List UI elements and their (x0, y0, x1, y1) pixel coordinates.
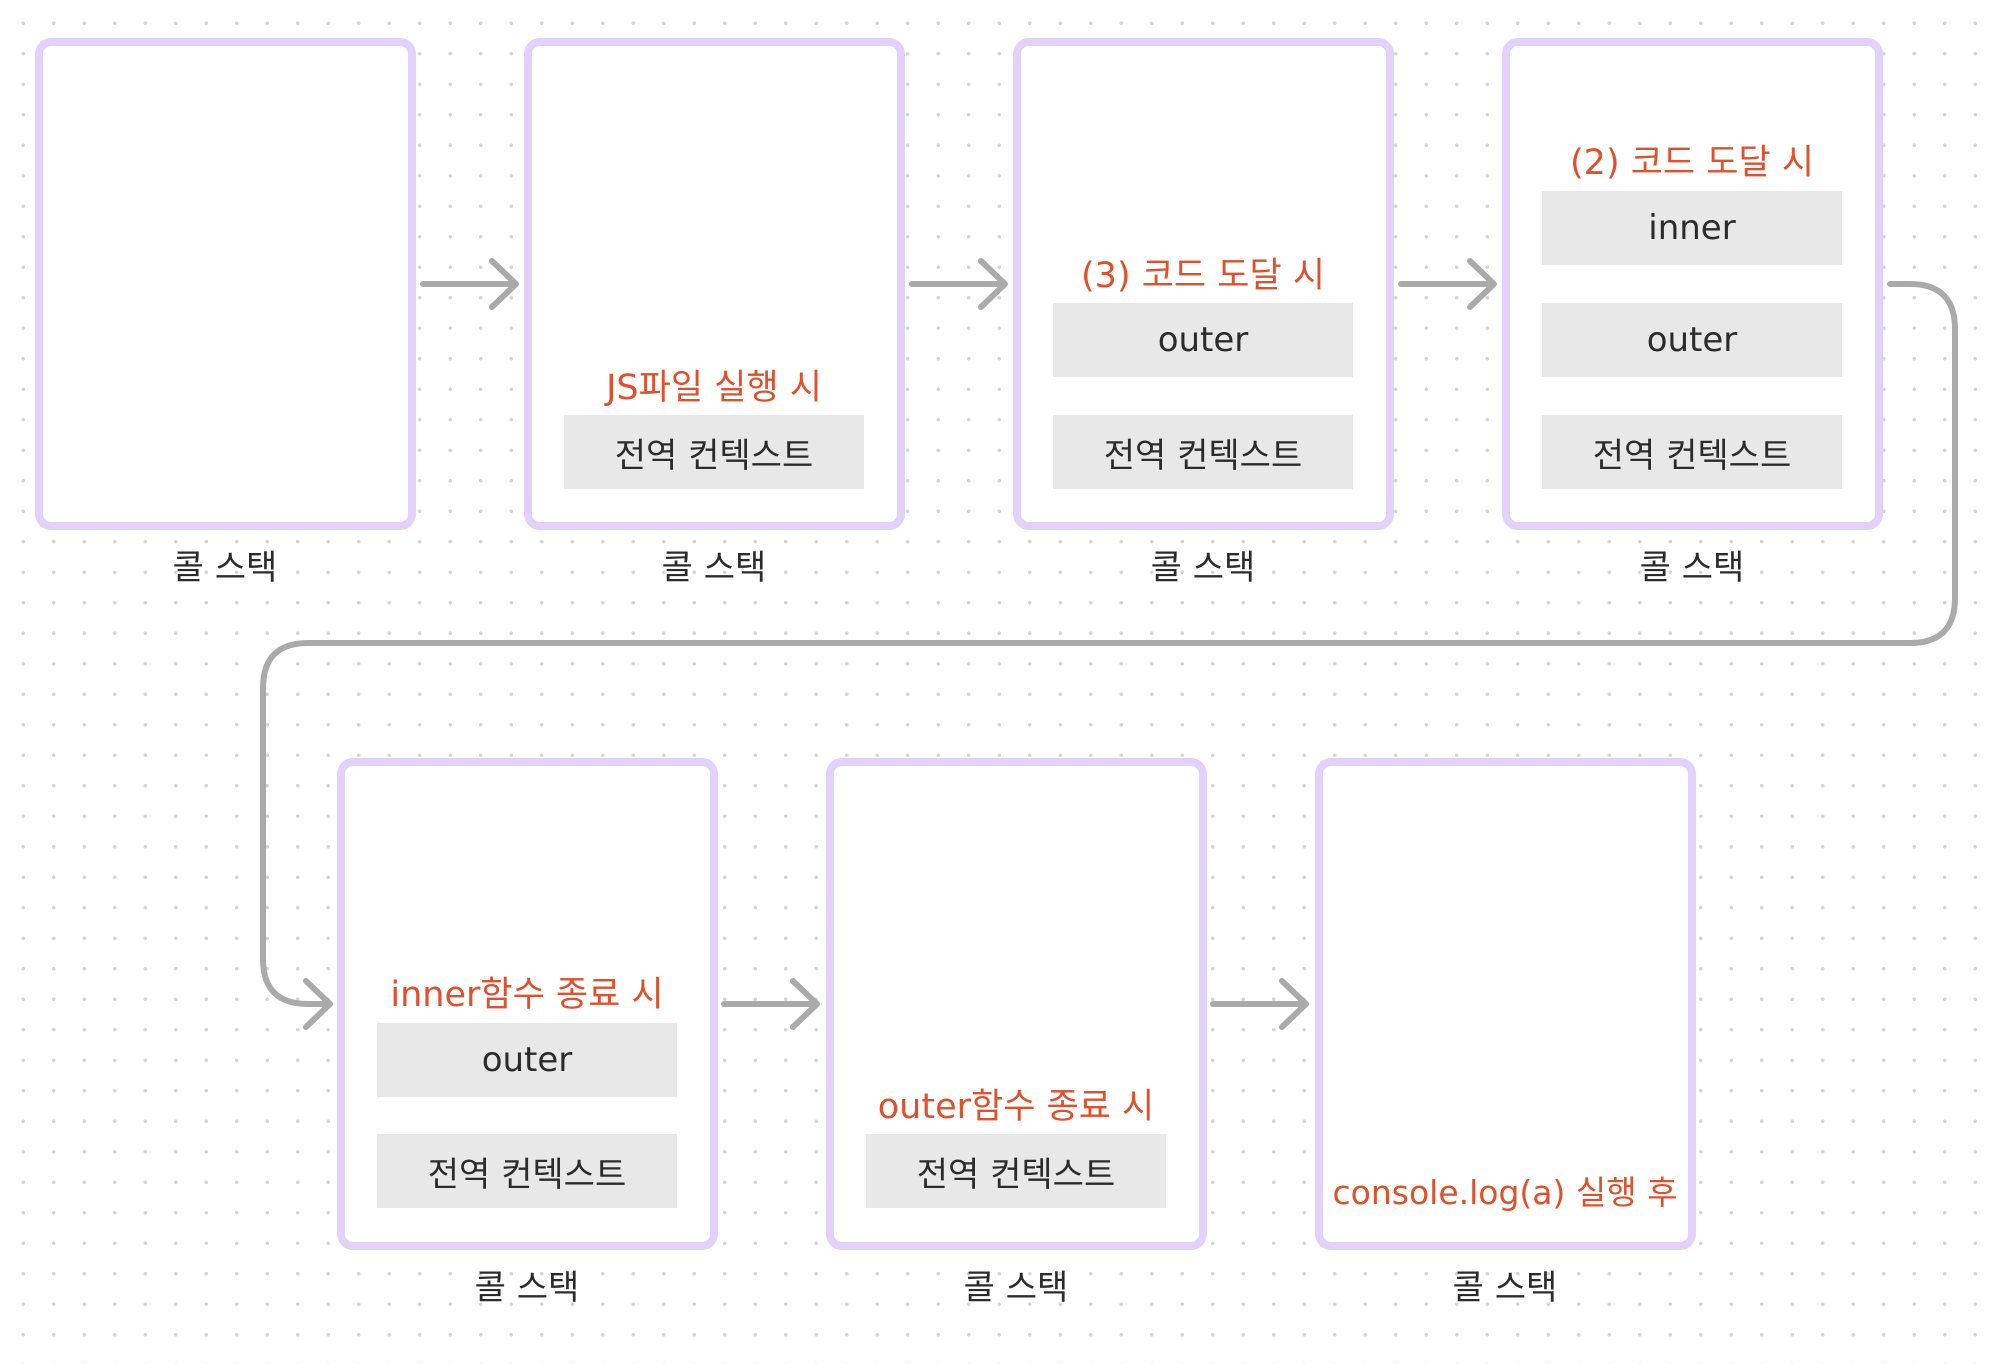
step-note-7: console.log(a) 실행 후 (1332, 1173, 1678, 1212)
arrow-3-to-4 (1398, 258, 1497, 310)
frame-global-context: 전역 컨텍스트 (866, 1134, 1166, 1208)
step-note-5: inner함수 종료 시 (390, 975, 664, 1015)
step-note-4: (2) 코드 도달 시 (1570, 143, 1814, 183)
frame-inner: inner (1542, 191, 1842, 265)
call-stack-step-7 (1315, 758, 1696, 1250)
step-note-6: outer함수 종료 시 (877, 1087, 1155, 1127)
frame-outer: outer (1053, 303, 1353, 377)
stack-caption-4: 콜 스택 (1639, 548, 1745, 588)
arrow-2-to-3 (909, 258, 1008, 310)
frame-global-context: 전역 컨텍스트 (1542, 415, 1842, 489)
stack-caption-2: 콜 스택 (661, 548, 767, 588)
stack-caption-5: 콜 스택 (474, 1268, 580, 1308)
arrow-6-to-7 (1210, 978, 1309, 1030)
frame-global-context: 전역 컨텍스트 (377, 1134, 677, 1208)
stack-caption-1: 콜 스택 (172, 548, 278, 588)
frame-outer: outer (1542, 303, 1842, 377)
arrow-1-to-2 (420, 258, 519, 310)
stack-caption-3: 콜 스택 (1150, 548, 1256, 588)
stack-caption-7: 콜 스택 (1452, 1268, 1558, 1308)
call-stack-step-1 (35, 38, 416, 530)
arrow-4-to-5 (260, 281, 1958, 1030)
frame-outer: outer (377, 1023, 677, 1097)
arrow-5-to-6 (721, 978, 820, 1030)
frame-global-context: 전역 컨텍스트 (564, 415, 864, 489)
frame-global-context: 전역 컨텍스트 (1053, 415, 1353, 489)
step-note-2: JS파일 실행 시 (606, 368, 822, 408)
step-note-3: (3) 코드 도달 시 (1081, 256, 1325, 296)
stack-caption-6: 콜 스택 (963, 1268, 1069, 1308)
